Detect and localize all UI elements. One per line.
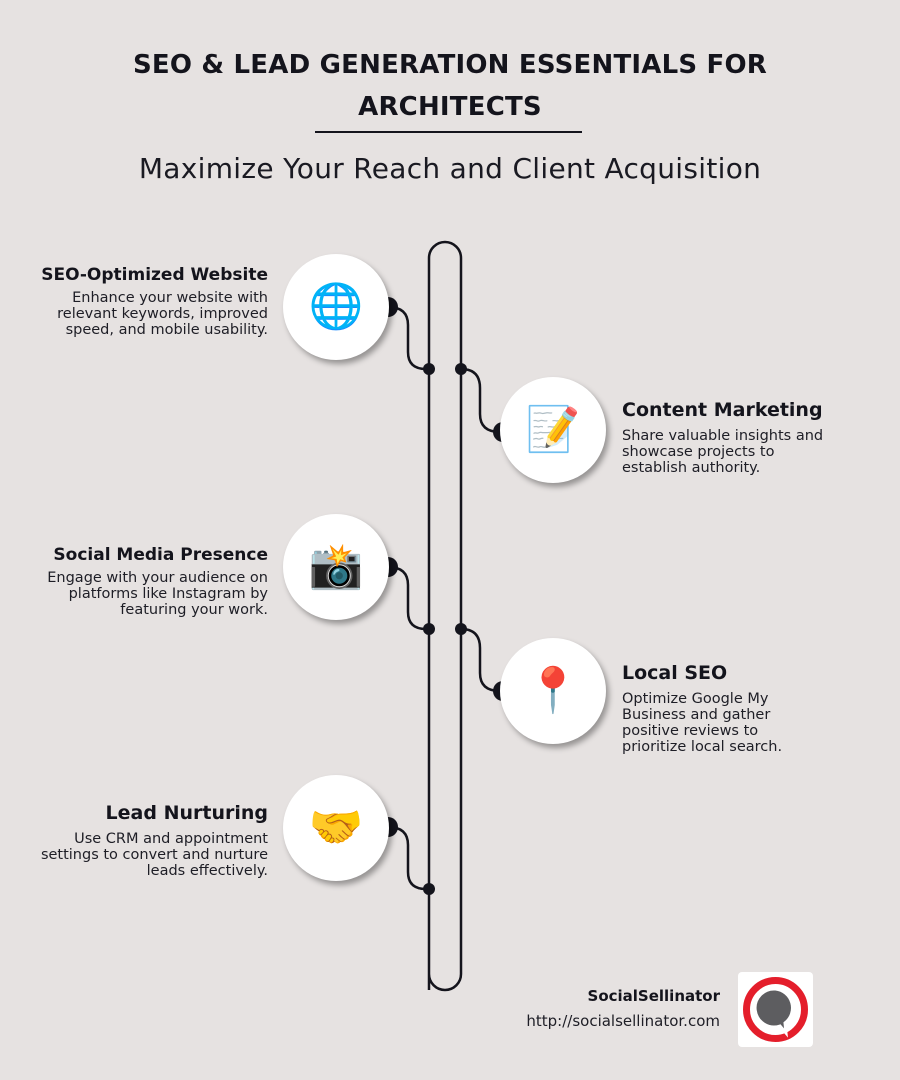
item-lead-nurturing: Lead Nurturing Use CRM and appointment s… [38,803,268,879]
title-divider [315,131,582,133]
item-heading: Social Media Presence [53,545,268,565]
page-title: SEO & LEAD GENERATION ESSENTIALS FOR ARC… [132,50,768,122]
item-local-seo: Local SEO Optimize Google My Business an… [622,663,822,755]
item-social-media-presence: Social Media Presence Engage with your a… [38,546,268,618]
connector-dot [423,363,435,375]
connector-dot [423,883,435,895]
memo-icon: 📝 [500,377,606,483]
brand-name: SocialSellinator [587,987,720,1005]
connector-dot [455,363,467,375]
globe-icon: 🌐 [283,254,389,360]
item-seo-optimized-website: SEO-Optimized Website Enhance your websi… [38,266,268,338]
item-description: Share valuable insights and showcase pro… [622,428,824,476]
connector-dot [423,623,435,635]
camera-flash-icon: 📸 [283,514,389,620]
item-description: Engage with your audience on platforms l… [47,570,268,618]
connector-dot [455,623,467,635]
page-subtitle: Maximize Your Reach and Client Acquisiti… [138,152,762,185]
item-heading: Lead Nurturing [105,802,268,824]
item-content-marketing: Content Marketing Share valuable insight… [622,400,842,476]
brand-url-link[interactable]: http://socialsellinator.com [526,1012,720,1030]
item-heading: Content Marketing [622,399,823,421]
pushpin-icon: 📍 [500,638,606,744]
item-description: Optimize Google My Business and gather p… [622,691,783,755]
item-description: Enhance your website with relevant keywo… [57,290,268,338]
item-description: Use CRM and appointment settings to conv… [40,831,268,879]
item-heading: Local SEO [622,662,728,684]
timeline-tube [427,240,463,992]
handshake-icon: 🤝 [283,775,389,881]
item-heading: SEO-Optimized Website [41,265,268,285]
speech-bubble-logo-icon [738,972,813,1047]
